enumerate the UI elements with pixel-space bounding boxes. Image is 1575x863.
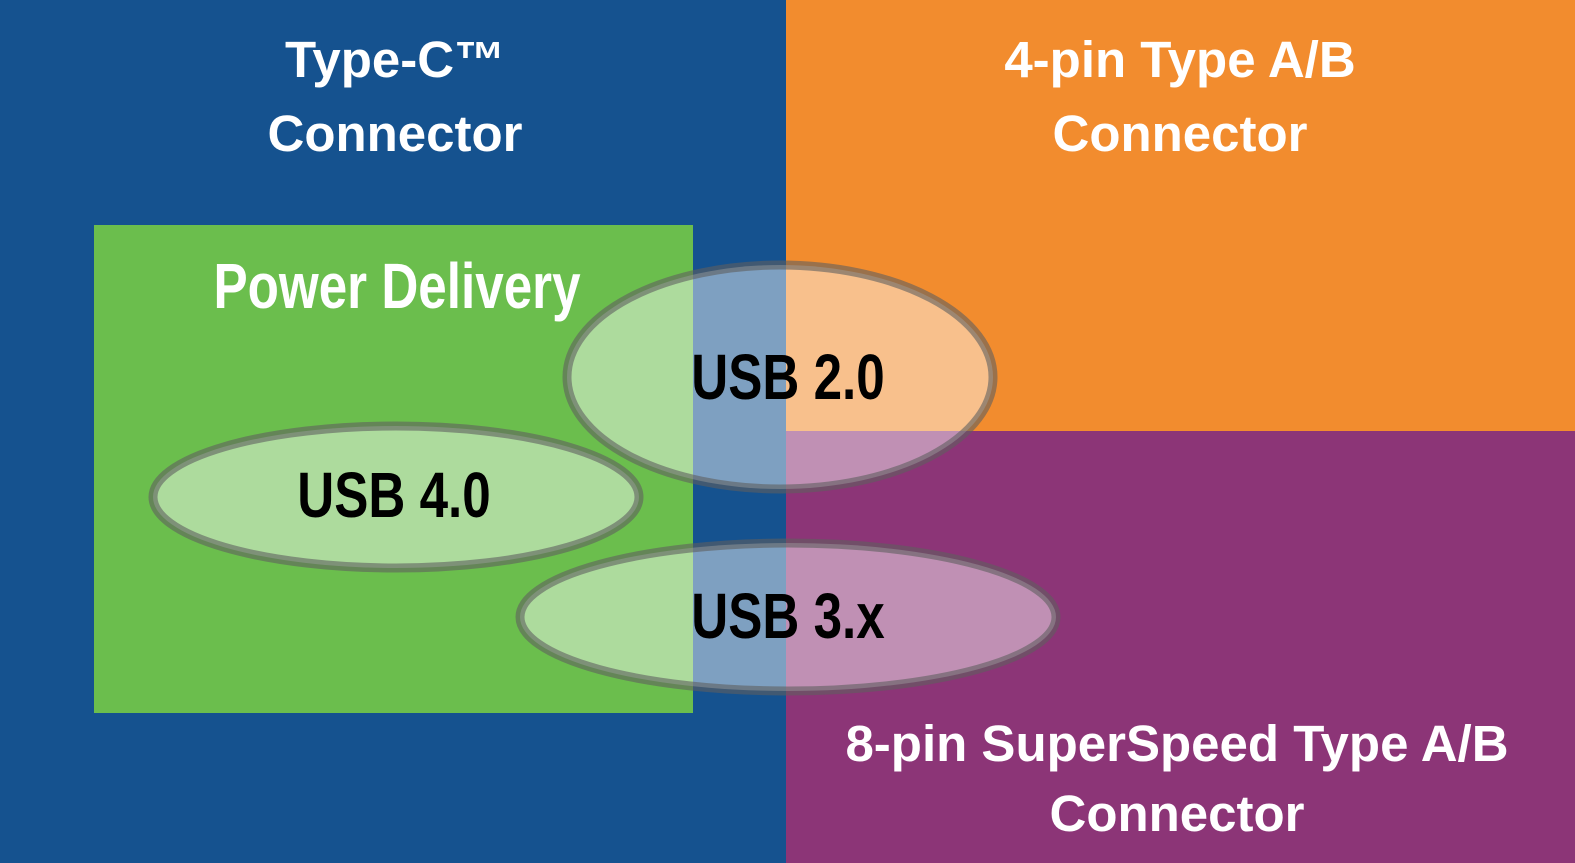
usb-4-0-label: USB 4.0: [297, 459, 491, 531]
region-4-pin-type-ab-connector: [786, 0, 1575, 431]
usb-4-0-ellipse: [148, 421, 644, 573]
8-pin-heading-line2: Connector: [1049, 785, 1305, 842]
usb-3-x-label: USB 3.x: [691, 580, 885, 652]
type-c-connector-heading: Type-C™ Connector: [268, 23, 523, 171]
region-8-pin-superspeed-type-ab-connector: [786, 431, 1575, 863]
8-pin-heading-line1: 8-pin SuperSpeed Type A/B: [845, 715, 1509, 772]
4-pin-connector-heading: 4-pin Type A/B Connector: [1004, 23, 1355, 171]
power-delivery-label: Power Delivery: [213, 250, 581, 322]
type-c-heading-line1: Type-C™: [284, 31, 506, 88]
4-pin-heading-line2: Connector: [1052, 105, 1308, 162]
4-pin-heading-line1: 4-pin Type A/B: [1004, 31, 1356, 88]
usb-3-x-ellipse: [515, 538, 1061, 696]
8-pin-connector-heading: 8-pin SuperSpeed Type A/B Connector: [845, 709, 1508, 849]
usb-2-0-ellipse: [562, 260, 998, 494]
region-power-delivery: [94, 225, 693, 713]
usb-2-0-label: USB 2.0: [691, 341, 885, 413]
type-c-heading-line2: Connector: [267, 105, 523, 162]
